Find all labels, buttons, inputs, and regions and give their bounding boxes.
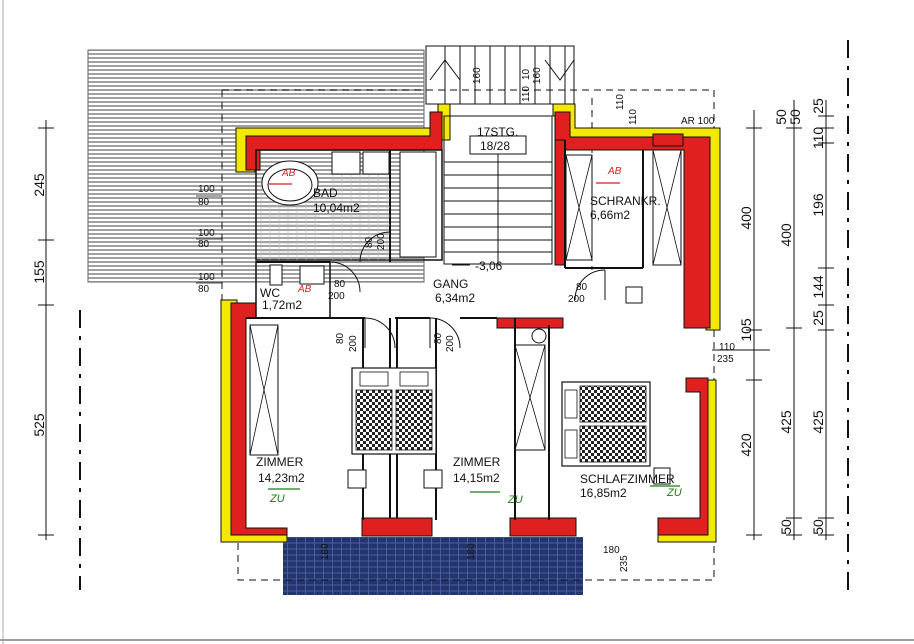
bath-tiles [330,170,390,260]
room-zimmer1-name: ZIMMER [256,455,304,469]
bad-door-h: 200 [376,233,387,250]
door-dim-ticks [196,195,222,284]
dim-right-a-3: 420 [738,433,754,457]
dim-right-b-1: 400 [778,223,794,247]
room-gang-name: GANG [433,277,468,291]
wc-door-w: 80 [334,279,346,290]
right-window-1: 110 [719,342,735,353]
gang-door-w: 80 [576,282,588,293]
dim-right-c-8: 425 [810,410,826,434]
dim-right-a-2: 105 [738,318,754,342]
door-swings [329,231,606,349]
door-dim-1: 100 [198,184,215,195]
dim-left-1: 245 [31,173,47,197]
bottom-dim-right-1: 180 [603,545,620,556]
bottom-dim-right-2: 235 [619,555,630,572]
schrank-dim-1: 110 [615,94,626,110]
schrank-dim-2: 110 [628,109,639,125]
z1-door-h: 200 [348,335,359,352]
stairs-label: 17STG. [477,125,518,139]
balcony [283,537,583,595]
room-zimmer2-name: ZIMMER [453,455,501,469]
dim-right-a-1: 400 [738,206,754,230]
dim-right-c-6: 144 [810,275,826,299]
room-wc-tag: AB [297,284,312,295]
stair-core [443,115,553,265]
z1-door-w: 80 [335,332,346,344]
door-dim-4: 80 [198,239,210,250]
room-bad-area: 10,04m2 [313,201,360,215]
dim-right-c-9: 50 [810,519,826,535]
room-schlaf-name: SCHLAFZIMMER [580,472,675,486]
ar-label: AR 100 [681,116,715,127]
dim-right-c-3: 110 [810,127,826,150]
stair-dim-2: 160 [472,67,483,84]
dimension-lines [38,100,834,540]
door-dim-2: 80 [198,197,210,208]
room-zimmer2-area: 14,15m2 [453,471,500,485]
dim-right-c-4: 25 [810,98,826,114]
wc-door-h: 200 [328,291,345,302]
walls-inner [246,140,682,520]
room-schrank-name: SCHRANKR. [590,194,661,208]
dim-left-3: 525 [31,413,47,437]
dim-right-c-5: 196 [810,193,826,217]
room-zimmer1-tag: ZU [269,493,285,505]
gang-door-h: 200 [568,294,585,305]
room-zimmer2-tag: ZU [507,494,523,506]
dim-right-c-1: 50 [773,109,789,125]
room-gang-area: 6,34m2 [435,291,475,305]
room-schlaf-area: 16,85m2 [580,486,627,500]
room-bad-tag: AB [281,168,296,179]
door-dim-3: 100 [198,228,215,239]
bad-door-w: 80 [364,236,375,248]
z2-door-w: 80 [433,332,444,344]
right-window-2: 235 [717,354,734,365]
dim-right-b-3: 50 [778,519,794,535]
door-dim-6: 80 [198,284,210,295]
z2-door-h: 200 [445,335,456,352]
dim-right-c-2: 50 [787,109,803,125]
door-dim-5: 100 [198,272,215,283]
beds [347,286,671,489]
bath-fixtures [261,151,547,344]
dim-left-2: 155 [31,260,47,284]
room-schrank-tag: AB [607,166,622,177]
outer-stairs [425,45,575,105]
bottom-dim-left: 180 [320,543,331,560]
room-wc-name: WC [260,286,280,300]
dim-right-c-7: 25 [810,310,826,326]
room-bad-name: BAD [313,186,338,200]
dim-right-b-2: 425 [778,410,794,434]
stair-dim-1: 10 [521,68,532,80]
stair-dim-4: 160 [532,67,543,84]
bottom-dim-mid: 180 [466,543,477,560]
axis-lines [79,40,849,590]
room-zimmer1-area: 14,23m2 [258,471,305,485]
stairs-ratio: 18/28 [480,139,510,153]
walls-red [230,111,711,537]
stair-dim-3: 110 [521,86,532,102]
room-wc-area: 1,72m2 [262,298,302,312]
room-gang-level: -3,06 [475,259,503,273]
room-schlaf-tag: ZU [666,487,682,499]
room-schrank-area: 6,66m2 [590,208,630,222]
